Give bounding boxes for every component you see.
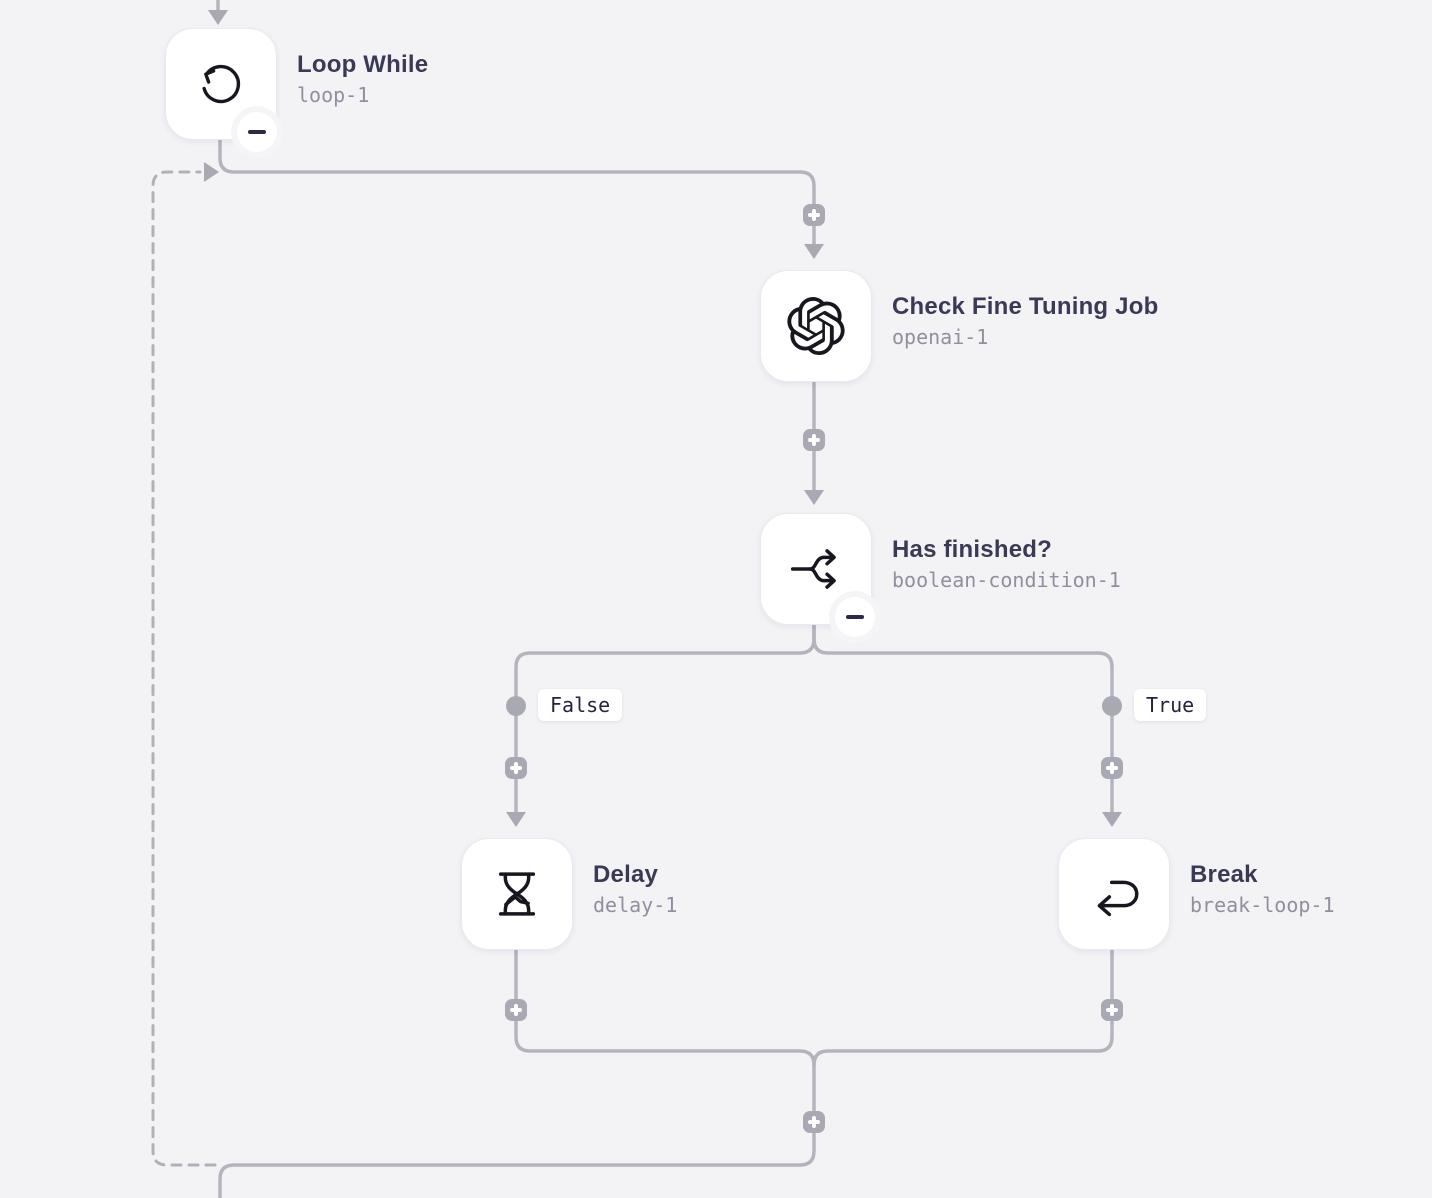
arrowhead-down-icon	[506, 812, 526, 827]
add-step-button[interactable]	[1101, 999, 1123, 1021]
add-step-button[interactable]	[803, 1111, 825, 1133]
openai-logo-icon	[787, 297, 845, 355]
node-id: boolean-condition-1	[892, 568, 1121, 592]
collapse-button[interactable]	[835, 597, 875, 637]
node-id: break-loop-1	[1190, 893, 1335, 917]
node-title: Has finished?	[892, 536, 1052, 563]
branch-label-true: True	[1134, 689, 1207, 721]
node-title: Loop While	[297, 51, 429, 78]
branch-port-dot	[506, 696, 526, 716]
collapse-button[interactable]	[237, 112, 277, 152]
add-step-button[interactable]	[803, 204, 825, 226]
node-card-break[interactable]	[1058, 838, 1170, 950]
branch-port-dot	[1102, 696, 1122, 716]
arrowhead-down-icon	[208, 10, 228, 25]
arrowhead-down-icon	[1102, 812, 1122, 827]
hourglass-icon	[498, 872, 536, 916]
node-title: Delay	[593, 861, 659, 888]
node-id: openai-1	[892, 325, 989, 349]
arrowhead-right-icon	[204, 162, 219, 182]
node-card-check-fine-tuning-job[interactable]	[760, 270, 872, 382]
arrowhead-down-icon	[804, 490, 824, 505]
add-step-button[interactable]	[1101, 757, 1123, 779]
branch-split-icon	[790, 549, 836, 589]
node-card-loop-while[interactable]	[165, 28, 277, 140]
node-id: loop-1	[297, 83, 370, 107]
arrowhead-down-icon	[804, 244, 824, 259]
loop-icon	[202, 64, 241, 104]
node-card-delay[interactable]	[461, 838, 573, 950]
add-step-button[interactable]	[505, 999, 527, 1021]
branch-label-false: False	[538, 689, 623, 721]
return-arrow-icon	[1097, 880, 1139, 917]
node-title: Check Fine Tuning Job	[892, 293, 1159, 320]
node-title: Break	[1190, 861, 1258, 888]
add-step-button[interactable]	[803, 429, 825, 451]
node-id: delay-1	[593, 893, 678, 917]
add-step-button[interactable]	[505, 757, 527, 779]
